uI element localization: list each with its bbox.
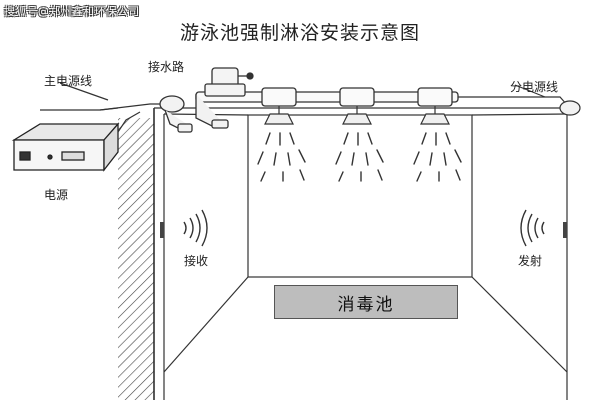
right-sensor-mount [563, 222, 567, 238]
junction-box-icon [159, 94, 229, 133]
label-main-power-line: 主电源线 [44, 74, 93, 88]
signal-waves-icon [183, 209, 208, 247]
watermark: 搜狐号@郑州鑫和环保公司 [4, 5, 140, 18]
solenoid-valve-icon [204, 67, 254, 97]
main-power-line [40, 82, 166, 111]
disinfection-pool-label: 消毒池 [337, 294, 395, 315]
label-water-inlet: 接水路 [148, 60, 185, 74]
label-power-supply: 电源 [44, 188, 69, 202]
sensor-transmitter-icon [520, 209, 545, 247]
power-supply-box-icon [11, 122, 120, 172]
disinfection-pool: 消毒池 [274, 285, 458, 319]
branch-power-line [458, 84, 581, 116]
diagram-title: 游泳池强制淋浴安装示意图 [179, 22, 420, 44]
shower-booth [154, 107, 572, 400]
left-sensor-mount [160, 222, 164, 238]
label-receiver: 接收 [184, 254, 209, 268]
water-spray [257, 132, 462, 182]
shower-nozzle-icon [264, 106, 450, 125]
supply-cable [117, 111, 141, 133]
label-branch-power-line: 分电源线 [510, 80, 559, 94]
wall [118, 108, 155, 400]
label-transmitter: 发射 [518, 254, 543, 268]
